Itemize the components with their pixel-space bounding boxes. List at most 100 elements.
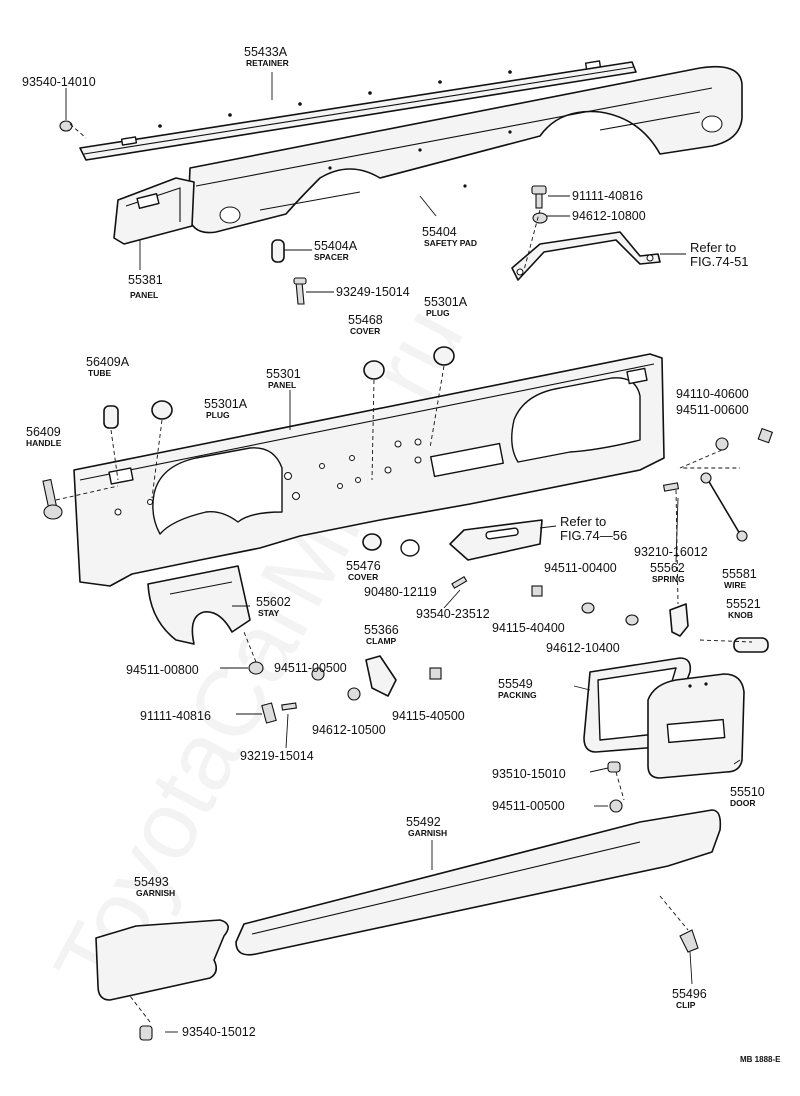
part-number: 93210-16012 (634, 545, 708, 559)
bolt-93249-drawing (293, 277, 307, 305)
cover-55468-drawing (363, 360, 385, 380)
label-55549: 55549 PACKING (498, 677, 537, 700)
label-55581: 55581 WIRE (722, 567, 757, 590)
leader-lines (65, 72, 741, 1033)
label-55602: 55602 STAY (256, 595, 291, 618)
part-number: 93540-14010 (22, 75, 96, 89)
screw-93510-drawing (607, 761, 621, 773)
washer-94511-00400-drawing (581, 602, 595, 614)
label-56409: 56409 HANDLE (26, 425, 62, 448)
spacer-drawing (271, 239, 285, 263)
label-55404: 55404 SAFETY PAD (422, 225, 477, 248)
label-93210-16012: 93210-16012 (634, 545, 708, 559)
washer-94511-00800-drawing (248, 661, 264, 675)
label-93510-15010: 93510-15010 (492, 767, 566, 781)
part-number: 90480-12119 (364, 585, 437, 599)
label-94511-00600: 94511-00600 (676, 403, 749, 417)
part-name: STAY (258, 608, 280, 618)
handle-drawing (42, 478, 63, 520)
part-name: CLAMP (366, 636, 397, 646)
nut-94110-40600-drawing (757, 427, 774, 444)
part-number: 55366 (364, 623, 399, 637)
clamp-drawing (365, 655, 397, 697)
part-number: 94110-40600 (676, 387, 749, 401)
ref-line1: Refer to (690, 240, 736, 255)
left-panel-drawing (113, 177, 195, 245)
part-number: 55521 (726, 597, 761, 611)
label-94612-10800: 94612-10800 (572, 209, 646, 223)
label-55468: 55468 COVER (348, 313, 383, 336)
label-94115-40400: 94115-40400 (492, 621, 565, 635)
bolt-91111-bottom-drawing (261, 702, 277, 724)
tube-drawing (103, 405, 119, 429)
ref-line2: FIG.74-51 (690, 254, 749, 269)
label-94612-10400: 94612-10400 (546, 641, 620, 655)
part-name: PLUG (206, 410, 230, 420)
garnish-left-drawing (95, 919, 229, 1001)
part-number: 94511-00500 (274, 661, 347, 675)
spring-drawing (669, 603, 689, 637)
part-name: GARNISH (136, 888, 175, 898)
label-55301A-right: 55301A PLUG (424, 295, 468, 318)
alignment-lines (55, 123, 753, 1023)
label-93249-15014: 93249-15014 (336, 285, 410, 299)
label-56409A: 56409A TUBE (86, 355, 130, 378)
stay-drawing (147, 565, 251, 645)
part-name: TUBE (88, 368, 111, 378)
part-number: 91111-40816 (572, 189, 643, 203)
part-name: CLIP (676, 1000, 696, 1010)
part-name: PACKING (498, 690, 537, 700)
part-number: 91111-40816 (140, 709, 211, 723)
ref-line1: Refer to (560, 514, 606, 529)
part-number: 94612-10400 (546, 641, 620, 655)
ref-line2: FIG.74—56 (560, 528, 627, 543)
part-name: SAFETY PAD (424, 238, 477, 248)
label-94511-00400: 94511-00400 (544, 561, 617, 575)
part-number: 94511-00600 (676, 403, 749, 417)
part-number: 55301 (266, 367, 301, 381)
label-94511-00800: 94511-00800 (126, 663, 199, 677)
plug-left-drawing (151, 400, 173, 420)
part-name: HANDLE (26, 438, 62, 448)
screw-93540-14010-drawing (59, 120, 73, 132)
retainer-drawing (79, 60, 637, 161)
label-55301: 55301 PANEL (266, 367, 301, 390)
knob-drawing (733, 637, 769, 653)
label-55493: 55493 GARNISH (134, 875, 175, 898)
part-number: 55468 (348, 313, 383, 327)
part-name: SPACER (314, 252, 349, 262)
label-94110-40600: 94110-40600 (676, 387, 749, 401)
part-number: 94511-00500 (492, 799, 565, 813)
part-name: KNOB (728, 610, 753, 620)
label-90480-12119: 90480-12119 (364, 585, 437, 599)
garnish-main-drawing (235, 809, 722, 956)
part-number: 55301A (204, 397, 248, 411)
part-name: SPRING (652, 574, 685, 584)
part-number: 55581 (722, 567, 757, 581)
bracket-drawing (511, 231, 661, 281)
washer-94511-00500b-drawing (609, 799, 623, 813)
label-55433A: 55433A RETAINER (244, 45, 289, 68)
label-55366: 55366 CLAMP (364, 623, 399, 646)
part-number: 56409 (26, 425, 61, 439)
door-drawing (647, 673, 745, 779)
label-55521: 55521 KNOB (726, 597, 761, 620)
washer-94612-10500-drawing (347, 687, 361, 701)
part-number: 55433A (244, 45, 288, 59)
nut-94115-40500-drawing (429, 667, 442, 680)
part-number: 55404A (314, 239, 358, 253)
screw-93210-drawing (662, 482, 680, 492)
screw-93540-15012-drawing (139, 1025, 153, 1041)
part-number: 55496 (672, 987, 707, 1001)
label-93540-23512: 93540-23512 (416, 607, 490, 621)
part-number: 55381 (128, 273, 163, 287)
part-number: 94115-40500 (392, 709, 465, 723)
clip-drawing (679, 929, 699, 953)
washer-94511-00500a-drawing (311, 667, 325, 681)
screw-93540-23512-drawing (451, 576, 468, 589)
part-number: 55476 (346, 559, 381, 573)
ashtray-drawing (449, 519, 543, 561)
part-number: 94612-10500 (312, 723, 386, 737)
part-number: 93510-15010 (492, 767, 566, 781)
label-55496: 55496 CLIP (672, 987, 707, 1010)
